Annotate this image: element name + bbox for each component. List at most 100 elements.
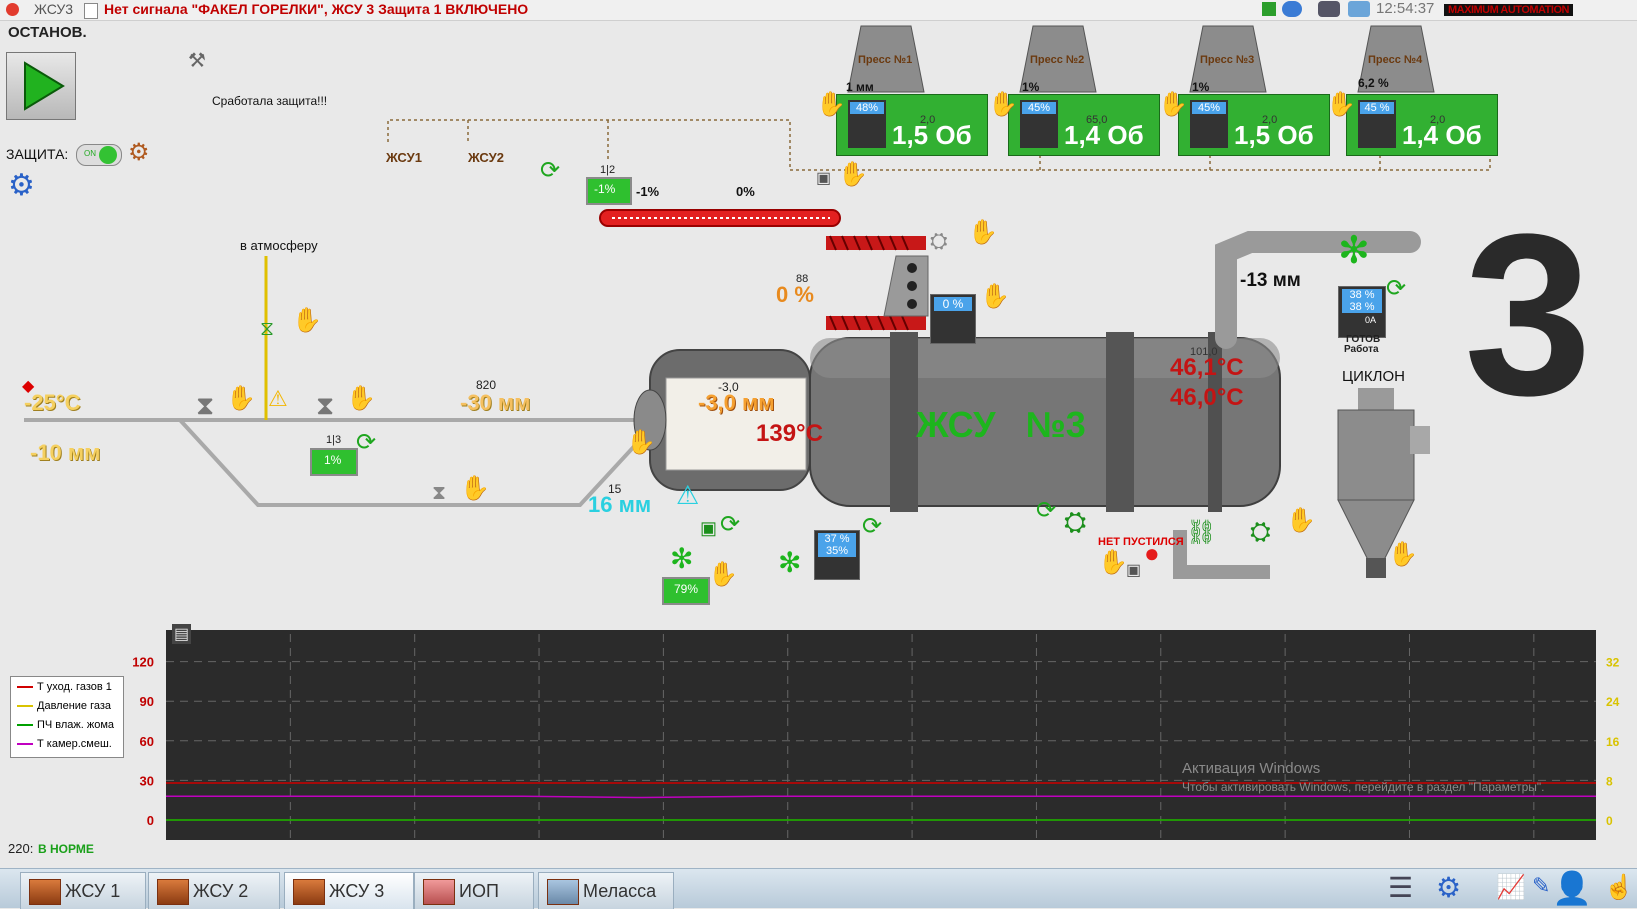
play-icon [24,61,65,111]
mid-screen[interactable]: 37 % 35% [814,530,860,580]
valve-screen[interactable]: 1% [310,448,358,476]
press-1[interactable]: Пресс №1 1 мм 48% 2,0 1,5 Об [836,22,988,158]
air-fan-damper-icon[interactable]: ▣ [700,518,718,538]
screw-screen[interactable]: 0 % [930,294,976,344]
exhaust-fan-icon[interactable]: ✻ [1338,230,1370,272]
clock: 12:54:37 [1376,0,1435,17]
tab-zhsu1[interactable]: ЖСУ 1 [20,872,146,909]
tab-label: ЖСУ 1 [65,881,121,901]
close-dot-icon[interactable] [6,3,19,16]
chart-print-icon[interactable]: ▤ [172,624,192,644]
v820-label: 820 [476,378,497,392]
discharge-screw-icon[interactable]: ⛓ [1186,519,1217,546]
valve-refresh-icon[interactable]: ⟳ [356,429,377,456]
menu-icon[interactable]: ☰ [1388,872,1414,903]
atmosphere-hand-icon[interactable]: ✋ [292,307,322,334]
gas-valve-2-icon[interactable]: ⧗ [316,390,335,420]
tray-network-icon[interactable] [1318,1,1340,17]
touch-icon[interactable]: ☝ [1604,874,1634,901]
feeder-ratio: 1|2 [600,164,616,176]
settings-tools-icon[interactable]: ⚙ [128,139,150,166]
bypass-valve-icon[interactable]: ⧗ [432,482,447,504]
gas-valve-1-icon[interactable]: ⧗ [196,390,215,420]
tab-iop[interactable]: ИОП [414,872,534,909]
press-speed: 1,5 Об [1234,120,1314,150]
press-value: 65,0 [1086,114,1108,126]
fan-hand-icon[interactable]: ✋ [708,561,738,588]
press-1-hand-icon[interactable]: ✋ [816,91,846,118]
drum-motor-refresh-icon[interactable]: ⟳ [1036,497,1057,524]
tray-plus-icon[interactable] [1262,2,1276,16]
red-conveyor [599,209,841,227]
screw-feeders [826,235,929,331]
mid-refresh-icon[interactable]: ⟳ [862,513,883,540]
trend-chart: 1501209060300 4032241680 [0,630,1637,870]
conveyor-pct: 0% [736,184,755,199]
y-right-tick: 24 [1606,695,1620,709]
screw-hand-icon[interactable]: ✋ [980,283,1010,310]
atmosphere-valve-icon[interactable]: ⧖ [260,318,275,340]
air-fan-2-icon[interactable]: ✻ [778,547,802,578]
air-fan-refresh-icon[interactable]: ⟳ [720,511,741,538]
gas-valve-2-hand-icon[interactable]: ✋ [346,385,376,412]
refresh-icon[interactable]: ⟳ [540,157,561,184]
press-2[interactable]: Пресс №2 1% 45% 65,0 1,4 Об [1008,22,1160,158]
conveyor-control-icon[interactable]: ▣ [816,170,832,187]
press-4[interactable]: Пресс №4 6,2 % 45 % 2,0 1,4 Об [1346,22,1498,158]
screw-motor-icon[interactable]: ⛭ [930,228,948,253]
tray-chat-icon[interactable] [1282,1,1302,17]
gears-icon[interactable]: ⚙ [8,169,35,202]
discharge-alarm-icon: ● [1144,538,1160,568]
feeder-pct: -1% [636,184,660,199]
ready-label: ГОТОВ [1346,334,1381,345]
burner-hand-icon[interactable]: ✋ [626,429,656,456]
press-4-hand-icon[interactable]: ✋ [1326,91,1356,118]
valve-ratio: 1|3 [326,434,342,446]
user-icon[interactable]: 👤 [1552,870,1592,906]
status-text: В НОРМЕ [38,842,94,856]
exhaust-pipe [1215,231,1421,349]
legend-item: Давление газа [17,700,111,712]
press-2-hand-icon[interactable]: ✋ [988,91,1018,118]
discharge-motor-hand-icon[interactable]: ✋ [1286,507,1316,534]
drum-motor-icon[interactable]: ⛭ [1064,506,1087,537]
screw-motor-hand-icon[interactable]: ✋ [968,219,998,246]
drum-small: 101,0 [1190,346,1218,358]
protection-toggle[interactable]: ON [76,144,122,166]
press-screen-value: 45% [1022,102,1056,114]
trend-icon[interactable]: 📈 [1496,874,1526,901]
legend-label: Т камер.смеш. [37,738,112,750]
feeder-screen[interactable]: -1% [586,177,632,205]
tray-telegram-icon[interactable] [1348,1,1370,17]
air-fan-1-icon[interactable]: ✻ [670,543,694,574]
wrench-icon[interactable]: ⚒ [188,50,206,72]
y-left-tick: 0 [147,813,154,828]
furnace-thumb-icon [29,879,61,905]
discharge-motor-icon[interactable]: ⛭ [1250,516,1271,546]
start-button[interactable] [6,52,76,120]
gas-valve-1-hand-icon[interactable]: ✋ [226,385,256,412]
pen-icon[interactable]: ✎ [1532,873,1551,898]
fan-screen[interactable]: 79% [662,577,710,605]
discharge-pipe [1173,530,1270,579]
tab-label: ЖСУ 3 [329,881,385,901]
conveyor-hand-icon[interactable]: ✋ [838,161,868,188]
press-3[interactable]: Пресс №3 1% 45% 2,0 1,5 Об [1178,22,1330,158]
discharge-control-icon[interactable]: ▣ [1126,562,1142,579]
press-3-hand-icon[interactable]: ✋ [1158,91,1188,118]
discharge-hand-icon[interactable]: ✋ [1098,549,1128,576]
settings-icon[interactable]: ⚙ [1436,872,1462,903]
legend-item: Т уход. газов 1 [17,681,112,693]
tab-zhsu3[interactable]: ЖСУ 3 [284,872,414,909]
taskbar: ЖСУ 1 ЖСУ 2 ЖСУ 3 ИОП Меласса ☰ ⚙ 📈 ✎ 👤 … [0,868,1637,909]
bypass-hand-icon[interactable]: ✋ [460,475,490,502]
protection-triggered: Сработала защита!!! [212,94,328,108]
press-hopper [1189,25,1267,93]
run-state: ОСТАНОВ. [8,24,87,41]
tab-zhsu2[interactable]: ЖСУ 2 [148,872,280,909]
exhaust-screen[interactable]: 38 % 38 % 0A [1338,286,1386,338]
exhaust-refresh-icon[interactable]: ⟳ [1386,275,1407,302]
press-name: Пресс №4 [1368,54,1423,66]
cyclone-hand-icon[interactable]: ✋ [1388,541,1418,568]
tab-molasses[interactable]: Меласса [538,872,674,909]
